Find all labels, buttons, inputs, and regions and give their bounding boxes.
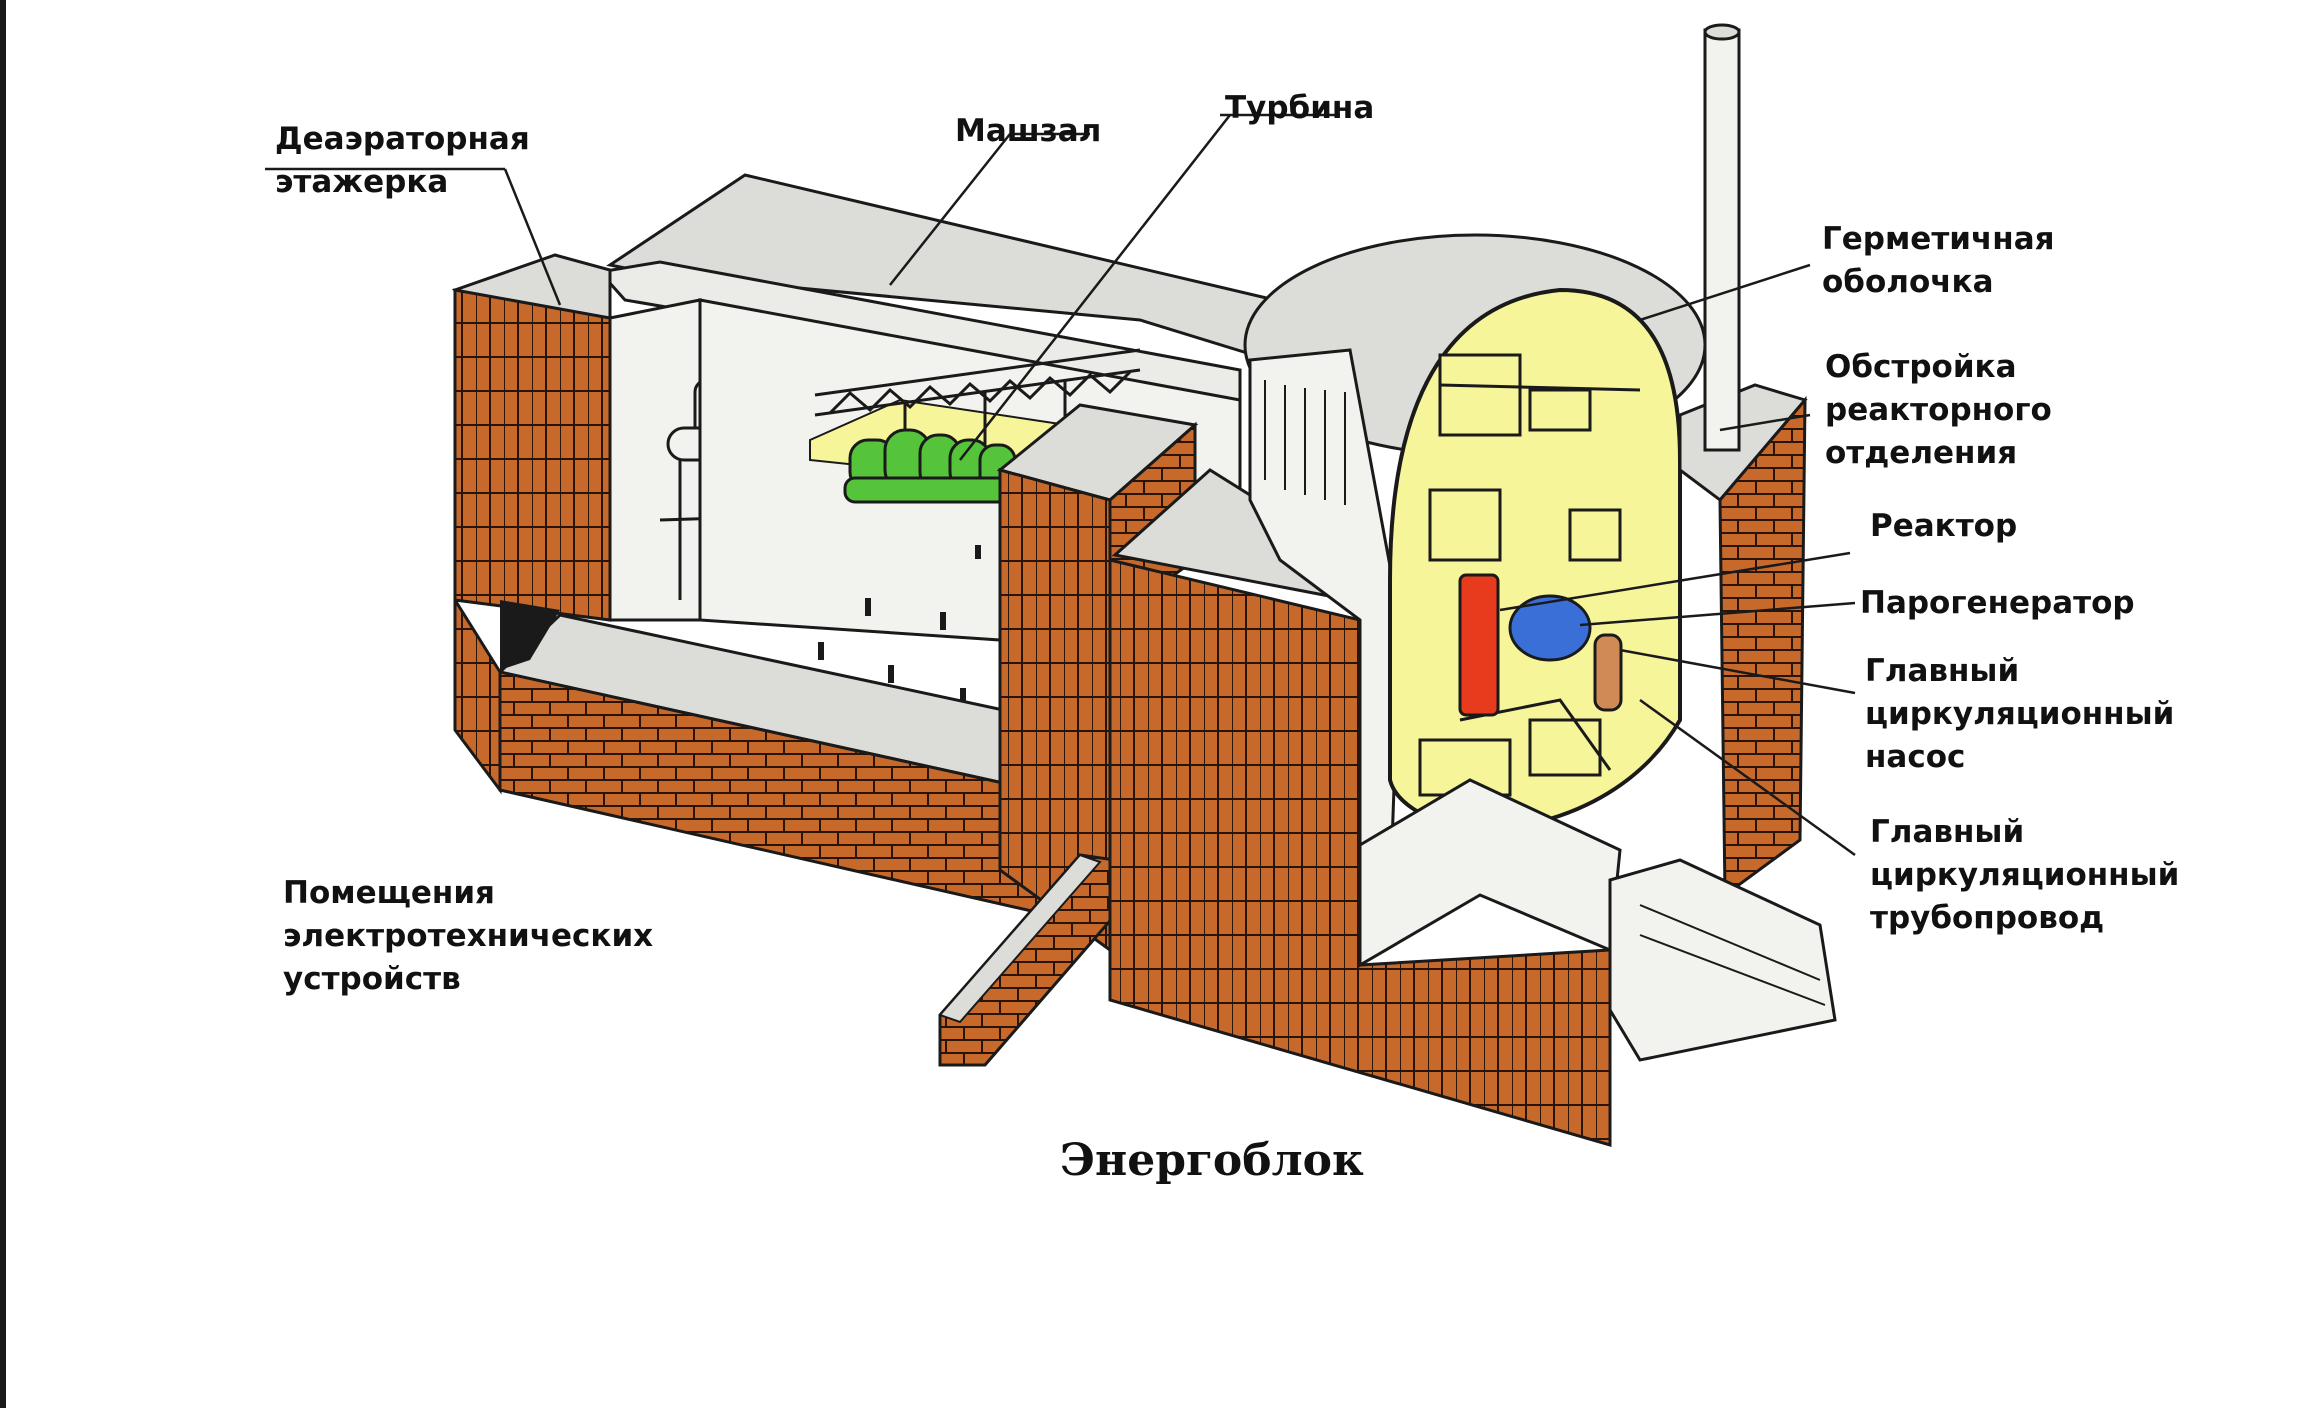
diagram-caption: Энергоблок bbox=[1060, 1135, 1364, 1186]
label-main-pump: Главный циркуляционный насос bbox=[1865, 653, 2175, 775]
reactor-vessel bbox=[1458, 573, 1500, 717]
label-turbine: Турбина bbox=[1225, 90, 1375, 126]
label-main-pipeline: Главный циркуляционный трубопровод bbox=[1870, 814, 2180, 936]
label-deaerator: Деаэраторная этажерка bbox=[275, 121, 530, 200]
label-containment: Герметичная оболочка bbox=[1822, 221, 2055, 300]
ventilation-stack-top bbox=[1703, 23, 1741, 41]
ventilation-stack bbox=[1703, 28, 1741, 452]
pipe-gallery bbox=[1608, 858, 1837, 1062]
turbine-set bbox=[843, 428, 1022, 504]
scan-left-edge bbox=[0, 0, 6, 1408]
electrical-dark-recess bbox=[500, 600, 560, 670]
deaerator-brick-front bbox=[453, 288, 612, 622]
containment-equipment bbox=[1418, 353, 1641, 797]
label-reactor: Реактор bbox=[1870, 508, 2018, 544]
label-machine-hall: Машзал bbox=[955, 113, 1102, 149]
label-reactor-annex: Обстройка реакторного отделения bbox=[1825, 349, 2052, 471]
steam-generator bbox=[1508, 594, 1592, 662]
pipe-gallery-lines bbox=[1639, 904, 1826, 1006]
reactor-annex-side bbox=[1718, 395, 1807, 898]
leader-lines bbox=[265, 113, 1856, 857]
label-steam-generator: Парогенератор bbox=[1860, 585, 2135, 621]
electrical-building-side bbox=[453, 594, 502, 795]
main-circulation-pump bbox=[1593, 633, 1623, 712]
cable-gallery-top bbox=[938, 853, 1102, 1024]
containment-ribs bbox=[1264, 380, 1346, 505]
machine-hall-openings bbox=[818, 545, 981, 706]
label-electrical-rooms: Помещения электротехнических устройств bbox=[283, 875, 654, 997]
